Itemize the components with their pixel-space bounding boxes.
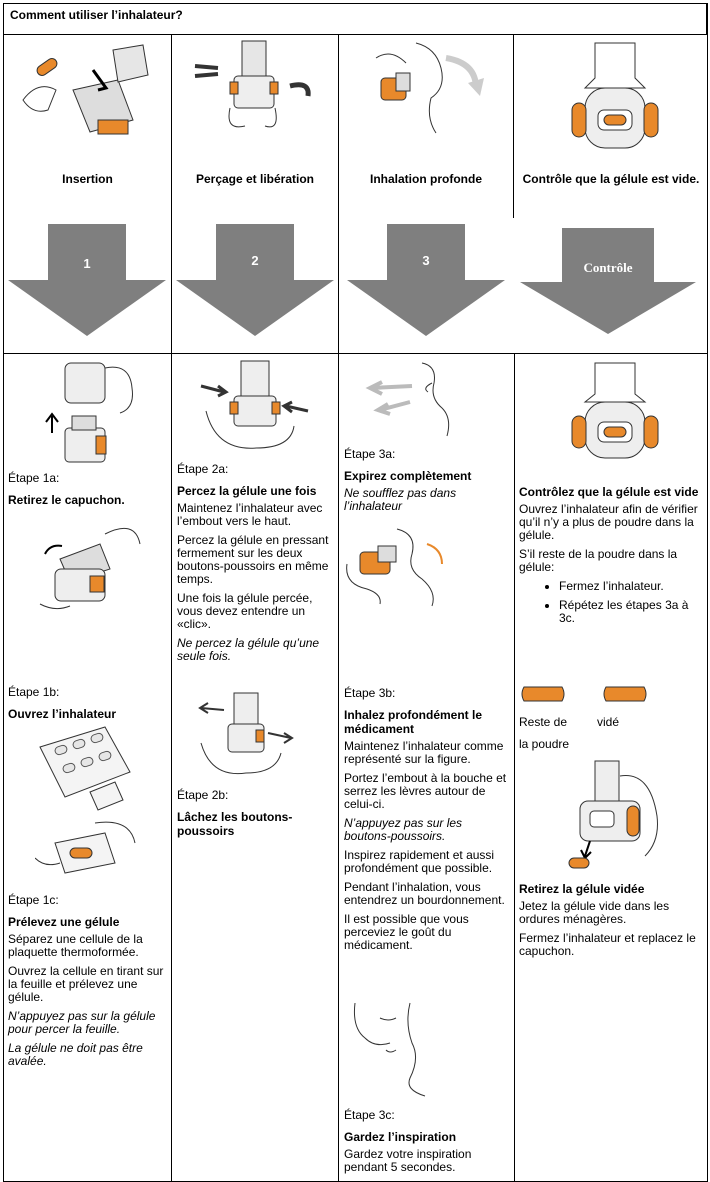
grid-line	[513, 34, 514, 218]
step-2a-text-3: Une fois la gélule percée, vous devez en…	[177, 591, 313, 631]
control-bullet-item: Fermez l’inhalateur.	[559, 580, 703, 593]
check-capsule-illustration	[570, 358, 660, 480]
piercing-illustration	[190, 36, 320, 136]
remove-capsule-text-2: Fermez l’inhalateur et replacez le capuc…	[519, 931, 696, 958]
step-1b-label: Étape 1b:	[8, 685, 60, 699]
blister-illustration	[35, 722, 135, 812]
control-bullet-item: Répétez les étapes 3a à 3c.	[559, 599, 703, 625]
step-1c-block: Étape 1c: Prélevez une gélule Séparez un…	[8, 893, 166, 1074]
grid-line	[707, 3, 708, 1182]
remove-capsule-text-1: Jetez la gélule vide dans les ordures mé…	[519, 899, 670, 926]
remove-capsule-block: Retirez la gélule vidée Jetez la gélule …	[519, 882, 703, 964]
step-arrow-number: 3	[422, 253, 429, 268]
step-3b-text-1: Maintenez l’inhalateur comme représenté …	[344, 739, 504, 766]
step-label-piercing: Perçage et libération	[195, 172, 315, 186]
step-1a-block: Étape 1a: Retirez le capuchon.	[8, 471, 166, 511]
step-arrow-number: 2	[251, 253, 258, 268]
step-3b-label: Étape 3b:	[344, 686, 396, 700]
step-arrow-1: 1	[8, 224, 166, 336]
step-3a-title: Expirez complètement	[344, 469, 472, 483]
grid-line	[338, 34, 339, 1182]
control-text-1: Ouvrez l’inhalateur afin de vérifier qu’…	[519, 502, 698, 542]
step-arrow-control: Contrôle	[520, 228, 696, 334]
capsule-empty-caption: vidé	[597, 715, 620, 729]
remove-empty-capsule-illustration	[565, 756, 665, 874]
step-arrow-3: 3	[347, 224, 505, 336]
step-2a-note-1: Ne percez la gélule qu’une seule fois.	[177, 636, 320, 663]
step-1a-title: Retirez le capuchon.	[8, 493, 125, 507]
grid-line	[171, 34, 172, 1182]
step-3b-block: Étape 3b: Inhalez profondément le médica…	[344, 686, 509, 958]
step-3b-text-3: Inspirez rapidement et aussi profondémen…	[344, 848, 495, 875]
step-arrow-number: Contrôle	[583, 260, 632, 275]
step-1c-note-1: N’appuyez pas sur la gélule pour percer …	[8, 1009, 156, 1036]
page-title: Comment utiliser l’inhalateur?	[10, 8, 183, 22]
inhale-illustration	[342, 524, 472, 608]
step-3b-text-2: Portez l’embout à la bouche et serrez le…	[344, 771, 507, 811]
step-2a-text-2: Percez la gélule en pressant fermement s…	[177, 533, 329, 586]
release-buttons-illustration	[196, 688, 296, 778]
step-3b-text-5: Il est possible que vous perceviez le go…	[344, 912, 469, 952]
press-buttons-illustration	[196, 356, 316, 456]
step-2a-text-1: Maintenez l’inhalateur avec l’embout ver…	[177, 501, 323, 528]
insertion-illustration	[18, 40, 158, 140]
step-arrow-2: 2	[176, 224, 334, 336]
grid-line	[3, 34, 708, 35]
step-1c-text-1: Séparez une cellule de la plaquette ther…	[8, 932, 143, 959]
control-bullet-list: Fermez l’inhalateur. Répétez les étapes …	[519, 580, 703, 625]
step-arrow-number: 1	[83, 256, 90, 271]
step-3c-block: Étape 3c: Gardez l’inspiration Gardez vo…	[344, 1108, 509, 1180]
step-label-inhalation: Inhalation profonde	[370, 172, 482, 186]
capsule-powder-caption-line-2: la poudre	[519, 737, 570, 751]
step-2b-label: Étape 2b:	[177, 788, 229, 802]
step-3a-block: Étape 3a: Expirez complètement Ne souffl…	[344, 447, 509, 519]
step-3c-text-1: Gardez votre inspiration pendant 5 secon…	[344, 1147, 472, 1174]
grid-line	[3, 353, 708, 354]
header-row: Comment utiliser l’inhalateur?	[3, 3, 707, 34]
grid-line	[514, 353, 515, 1182]
check-illustration	[570, 38, 660, 178]
step-3b-title: Inhalez profondément le médicament	[344, 708, 483, 736]
step-3a-note-1: Ne soufflez pas dans l’inhalateur	[344, 486, 457, 513]
step-1c-label: Étape 1c:	[8, 893, 59, 907]
open-inhaler-illustration	[30, 514, 150, 614]
step-2b-block: Étape 2b: Lâchez les boutons-poussoirs	[177, 788, 335, 842]
remove-capsule-illustration	[35, 818, 140, 880]
step-1c-text-2: Ouvrez la cellule en tirant sur la feuil…	[8, 964, 164, 1004]
capsule-powder-caption: Reste de la poudre	[519, 715, 599, 751]
capsule-empty-icon	[602, 686, 648, 702]
control-title: Contrôlez que la gélule est vide	[519, 485, 699, 499]
step-2a-block: Étape 2a: Percez la gélule une fois Main…	[177, 462, 335, 669]
step-2a-label: Étape 2a:	[177, 462, 229, 476]
control-text-2: S’il reste de la poudre dans la gélule:	[519, 547, 678, 574]
capsule-powder-icon	[520, 686, 566, 702]
step-3a-label: Étape 3a:	[344, 447, 396, 461]
control-block: Contrôlez que la gélule est vide Ouvrez …	[519, 485, 703, 631]
step-3b-text-4: Pendant l’inhalation, vous entendrez un …	[344, 880, 505, 907]
hold-breath-illustration	[350, 998, 460, 1098]
step-2a-title: Percez la gélule une fois	[177, 484, 317, 498]
step-3b-note-1: N’appuyez pas sur les boutons-poussoirs.	[344, 816, 463, 843]
step-1c-note-2: La gélule ne doit pas être avalée.	[8, 1041, 143, 1068]
step-1c-title: Prélevez une gélule	[8, 915, 120, 929]
step-2b-title: Lâchez les boutons-poussoirs	[177, 810, 293, 838]
step-3c-label: Étape 3c:	[344, 1108, 395, 1122]
exhale-illustration	[362, 358, 482, 438]
step-1b-block: Étape 1b: Ouvrez l’inhalateur	[8, 685, 166, 725]
inhalation-illustration	[356, 38, 496, 138]
remove-capsule-title: Retirez la gélule vidée	[519, 882, 645, 896]
step-3c-title: Gardez l’inspiration	[344, 1130, 457, 1144]
capsule-powder-caption-line-1: Reste de	[519, 715, 568, 729]
step-1a-label: Étape 1a:	[8, 471, 60, 485]
grid-line	[3, 3, 4, 1182]
step-label-control: Contrôle que la gélule est vide.	[522, 172, 700, 186]
remove-cap-illustration	[40, 358, 140, 466]
step-label-insertion: Insertion	[62, 172, 113, 186]
step-1b-title: Ouvrez l’inhalateur	[8, 707, 117, 721]
